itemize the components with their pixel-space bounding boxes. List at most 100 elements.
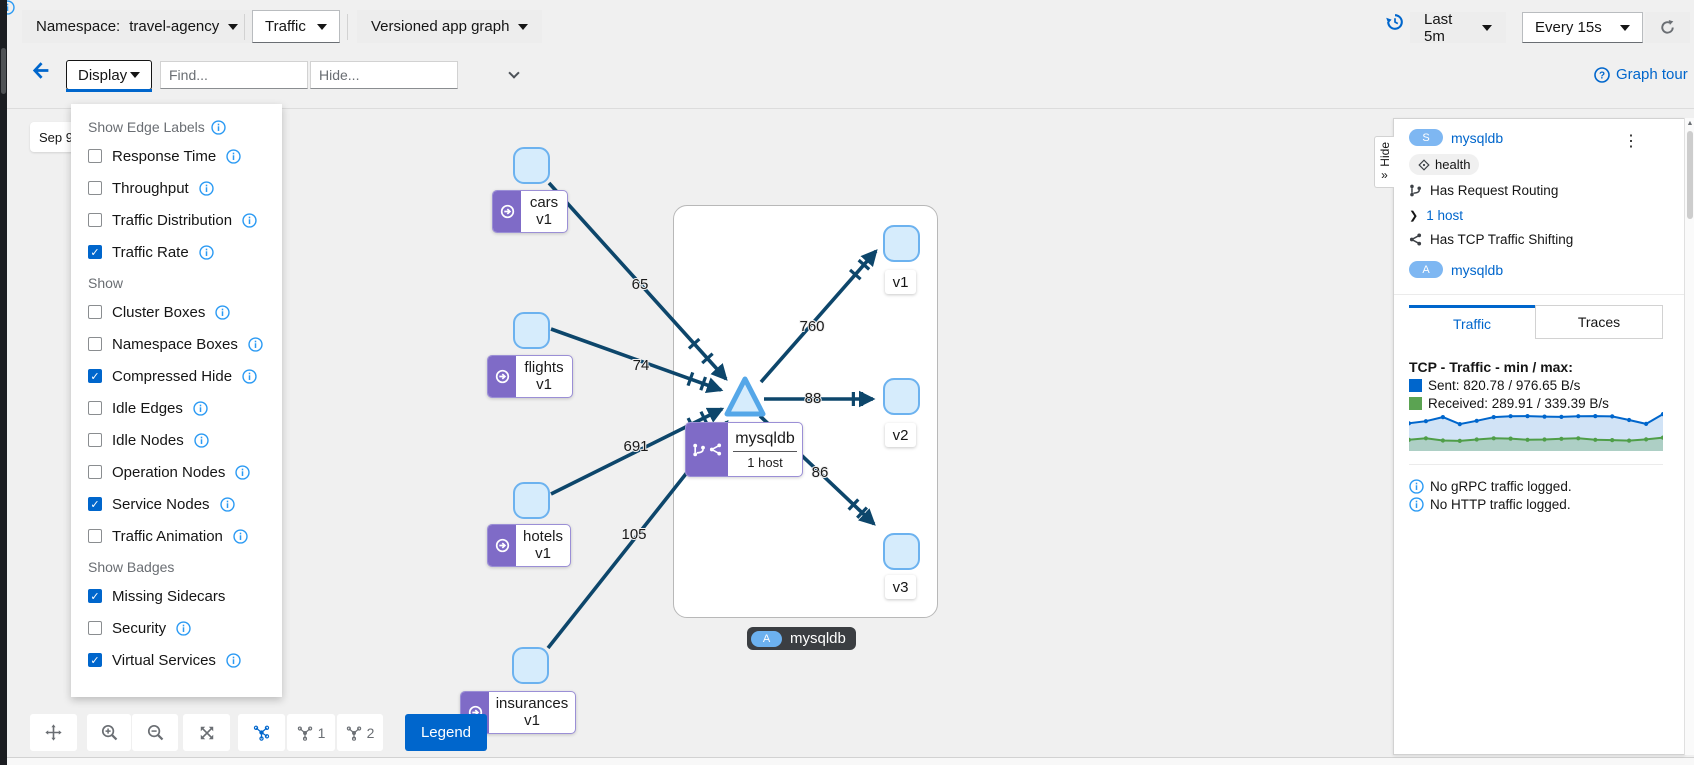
info-icon[interactable]	[1409, 497, 1424, 512]
info-icon[interactable]	[226, 148, 241, 164]
info-icon[interactable]	[193, 400, 208, 416]
display-option-traffic-rate[interactable]: ✓Traffic Rate	[88, 243, 282, 261]
checkbox-checked[interactable]: ✓	[88, 369, 102, 383]
display-option-cluster-boxes[interactable]: Cluster Boxes	[88, 303, 282, 321]
app-group-badge[interactable]: A mysqldb	[747, 627, 856, 650]
namespace-dropdown[interactable]: Namespace: travel-agency	[22, 10, 253, 43]
pan-button[interactable]	[30, 714, 77, 751]
refresh-button[interactable]	[1645, 12, 1690, 43]
panel-service-link[interactable]: mysqldb	[1451, 129, 1504, 146]
service-node-label[interactable]: mysqldb 1 host	[685, 422, 803, 477]
checkbox-checked[interactable]: ✓	[88, 653, 102, 667]
panel-app-link[interactable]: mysqldb	[1451, 261, 1504, 278]
display-option-idle-edges[interactable]: Idle Edges	[88, 399, 282, 417]
scrollbar-thumb[interactable]	[1687, 131, 1693, 219]
checkbox-unchecked[interactable]	[88, 181, 102, 195]
fit-to-screen-button[interactable]	[183, 714, 230, 751]
version-node-v1[interactable]	[883, 225, 920, 262]
tab-traffic[interactable]: Traffic	[1409, 305, 1535, 339]
zoom-in-button[interactable]	[87, 714, 131, 751]
refresh-interval-dropdown[interactable]: Every 15s	[1522, 12, 1643, 43]
history-icon[interactable]	[1386, 13, 1404, 31]
display-option-service-nodes[interactable]: ✓Service Nodes	[88, 495, 282, 513]
scroll-up-arrow[interactable]: ▲	[1686, 120, 1694, 127]
checkbox-unchecked[interactable]	[88, 305, 102, 319]
checkbox-unchecked[interactable]	[88, 621, 102, 635]
info-icon[interactable]	[194, 432, 209, 448]
checkbox-unchecked[interactable]	[88, 213, 102, 227]
graph-tour-link[interactable]: ? Graph tour	[1594, 66, 1688, 83]
info-icon[interactable]	[242, 212, 257, 228]
info-icon[interactable]	[1409, 479, 1424, 494]
workload-version: v1	[535, 544, 551, 562]
layout-2-label: 2	[366, 724, 375, 741]
chevron-down-icon[interactable]	[508, 67, 520, 79]
display-option-throughput[interactable]: Throughput	[88, 179, 282, 197]
panel-scrollbar[interactable]: ▲	[1684, 118, 1694, 755]
hide-input[interactable]	[311, 67, 508, 83]
app-badge-name: mysqldb	[790, 630, 846, 647]
workload-node-hotels[interactable]	[513, 482, 550, 519]
checkbox-unchecked[interactable]	[88, 529, 102, 543]
back-arrow-icon[interactable]	[30, 60, 54, 84]
panel-hide-tab[interactable]: Hide »	[1374, 136, 1394, 188]
info-icon[interactable]	[219, 496, 235, 512]
version-node-v3[interactable]	[883, 533, 920, 570]
display-dropdown-button[interactable]: Display	[66, 60, 152, 92]
service-node-triangle[interactable]	[722, 374, 768, 420]
display-option-security[interactable]: Security	[88, 619, 282, 637]
checkbox-unchecked[interactable]	[88, 433, 102, 447]
tab-traces[interactable]: Traces	[1535, 305, 1663, 339]
display-option-label: Missing Sidecars	[112, 587, 226, 605]
workload-node-insurances[interactable]	[512, 647, 549, 684]
display-option-response-time[interactable]: Response Time	[88, 147, 282, 165]
checkbox-unchecked[interactable]	[88, 149, 102, 163]
display-option-traffic-animation[interactable]: Traffic Animation	[88, 527, 282, 545]
display-option-idle-nodes[interactable]: Idle Nodes	[88, 431, 282, 449]
workload-node-cars[interactable]	[513, 147, 550, 184]
checkbox-checked[interactable]: ✓	[88, 245, 102, 259]
info-icon[interactable]	[176, 620, 191, 636]
checkbox-unchecked[interactable]	[88, 401, 102, 415]
display-option-missing-sidecars[interactable]: ✓ Missing Sidecars	[88, 587, 282, 605]
info-icon[interactable]	[226, 652, 241, 668]
display-option-namespace-boxes[interactable]: Namespace Boxes	[88, 335, 282, 353]
chevron-right-icon[interactable]: ❯	[1409, 210, 1419, 222]
find-input[interactable]	[161, 67, 358, 83]
info-icon[interactable]	[248, 336, 263, 352]
version-node-v2[interactable]	[883, 378, 920, 415]
checkbox-checked[interactable]: ✓	[88, 589, 102, 603]
kebab-menu-icon[interactable]: ⋮	[1623, 133, 1639, 150]
info-icon[interactable]	[233, 528, 248, 544]
display-option-virtual-services[interactable]: ✓Virtual Services	[88, 651, 282, 669]
display-option-operation-nodes[interactable]: Operation Nodes	[88, 463, 282, 481]
hosts-link[interactable]: 1 host	[1426, 208, 1463, 223]
traffic-dropdown[interactable]: Traffic	[252, 10, 340, 43]
legend-button[interactable]: Legend	[405, 714, 487, 751]
layout-default-button[interactable]	[238, 714, 285, 751]
info-icon[interactable]	[215, 304, 231, 320]
nav-scrollbar-thumb[interactable]	[1, 48, 6, 94]
display-option-compressed-hide[interactable]: ✓Compressed Hide	[88, 367, 282, 385]
info-icon[interactable]	[199, 180, 214, 196]
layout-2-button[interactable]: 2	[337, 714, 383, 751]
display-option-traffic-distribution[interactable]: Traffic Distribution	[88, 211, 282, 229]
checkbox-unchecked[interactable]	[88, 465, 102, 479]
info-icon[interactable]	[199, 244, 214, 260]
checkbox-checked[interactable]: ✓	[88, 497, 102, 511]
health-badge[interactable]: health	[1409, 154, 1480, 175]
layout-1-button[interactable]: 1	[287, 714, 335, 751]
workload-node-flights[interactable]	[513, 312, 550, 349]
no-grpc-label: No gRPC traffic logged.	[1430, 479, 1572, 494]
received-legend-swatch	[1409, 397, 1422, 410]
checkbox-unchecked[interactable]	[88, 337, 102, 351]
duration-dropdown[interactable]: Last 5m	[1410, 11, 1506, 45]
info-icon[interactable]	[211, 119, 226, 135]
graph-type-dropdown[interactable]: Versioned app graph	[357, 10, 543, 43]
info-icon[interactable]	[235, 464, 251, 480]
zoom-out-button[interactable]	[132, 714, 178, 751]
info-icon[interactable]	[242, 368, 257, 384]
